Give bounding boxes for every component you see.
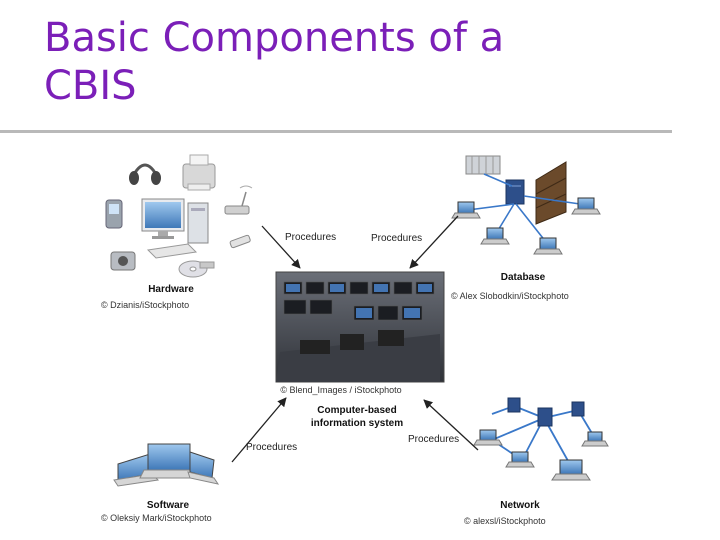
server-rack-icon	[465, 155, 501, 175]
printer-icon	[182, 154, 216, 191]
software-label: Software	[147, 500, 190, 511]
hardware-procedures-label: Procedures	[285, 232, 336, 243]
optical-disc-icon	[178, 260, 215, 278]
monitor-icon	[141, 198, 185, 239]
arrow-software	[231, 397, 287, 463]
laptop-icon	[505, 451, 535, 468]
control-room-photo	[275, 271, 445, 383]
database-label: Database	[501, 272, 546, 283]
laptop-icon	[480, 227, 510, 245]
laptop-icon	[473, 429, 503, 446]
database-illustration	[451, 155, 601, 255]
laptop-icon	[533, 237, 563, 255]
title-divider	[0, 130, 672, 133]
laptop-icon	[451, 201, 481, 219]
database-procedures-label: Procedures	[371, 233, 422, 244]
center-label-line1: Computer-based	[317, 405, 396, 416]
network-label: Network	[500, 500, 540, 511]
database-server-icon	[505, 179, 525, 205]
laptop-icon	[551, 459, 591, 481]
network-procedures-label: Procedures	[408, 434, 459, 445]
laptop-icon	[581, 431, 609, 447]
headphones-icon	[129, 163, 161, 185]
hardware-illustration	[105, 154, 253, 278]
arrow-database	[409, 215, 459, 269]
arrow-network	[423, 399, 479, 451]
network-credit: © alexsl/iStockphoto	[464, 516, 546, 526]
slide-title-line1: Basic Components of a	[44, 15, 505, 61]
center-credit: © Blend_Images / iStockphoto	[280, 385, 401, 395]
database-credit: © Alex Slobodkin/iStockphoto	[451, 291, 569, 301]
keyboard-icon	[146, 243, 198, 259]
network-illustration	[473, 397, 609, 481]
laptop-icon	[571, 197, 601, 215]
slide-title-line2: CBIS	[44, 63, 137, 109]
laptop-icon	[187, 451, 220, 485]
mobile-phone-icon	[105, 199, 123, 229]
software-illustration	[113, 443, 220, 487]
software-credit: © Oleksiy Mark/iStockphoto	[101, 513, 212, 523]
center-label-line2: information system	[311, 418, 403, 429]
slide-title: Basic Components of a CBIS	[44, 14, 664, 110]
hardware-credit: © Dzianis/iStockphoto	[101, 300, 189, 310]
network-server-icon	[507, 397, 585, 427]
camera-icon	[110, 251, 136, 271]
database-links	[467, 173, 581, 243]
usb-drive-icon	[229, 234, 251, 249]
procedure-arrows	[231, 215, 479, 463]
hardware-label: Hardware	[148, 284, 194, 295]
firewall-icon	[535, 161, 567, 225]
router-icon	[224, 185, 253, 215]
arrow-hardware	[261, 225, 301, 269]
software-procedures-label: Procedures	[246, 442, 297, 453]
computer-tower-icon	[187, 202, 209, 244]
